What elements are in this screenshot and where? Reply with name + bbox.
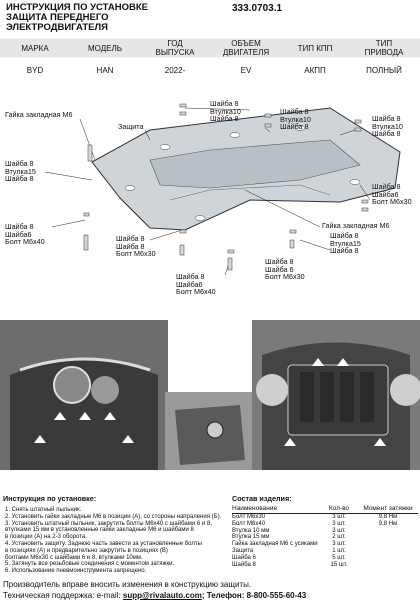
kit-cell: 1 шт. xyxy=(332,547,346,554)
kit-title: Состав изделия: xyxy=(232,494,292,503)
instructions-title: Инструкция по установке: xyxy=(3,494,97,503)
kit-row: Втулка 10 мм 3 шт. xyxy=(232,528,418,535)
spec-value-drive: ПОЛНЫЙ xyxy=(366,65,402,75)
skid-plate-diagram xyxy=(44,103,401,276)
kit-cell: Болт М6х40 xyxy=(232,520,266,527)
kit-cell: 5 шт. xyxy=(332,554,346,561)
spec-header-make: МАРКА xyxy=(0,36,70,60)
kit-row: Гайка закладная М6 с усиками 3 шт. xyxy=(232,541,418,548)
kit-cell: 3 шт. xyxy=(332,514,346,520)
kit-row: Втулка 15 мм 2 шт. xyxy=(232,534,418,541)
spec-header-drive: ТИП ПРИВОДА xyxy=(348,36,420,60)
support-email-link[interactable]: supp@rivalauto.com xyxy=(122,591,202,600)
spec-value-model: HAN xyxy=(96,65,114,75)
kit-row: Защита 1 шт. xyxy=(232,548,418,555)
spec-value-year: 2022- xyxy=(164,65,186,75)
spec-value-gearbox: АКПП xyxy=(304,65,326,75)
kit-cell: 3 шт. xyxy=(332,527,346,534)
kit-row: Болт М6х30 3 шт. 9,8 Нм xyxy=(232,514,418,521)
kit-cell: Гайка закладная М6 с усиками xyxy=(232,541,318,548)
spec-value-engine: EV xyxy=(240,65,252,75)
document-title: ИНСТРУКЦИЯ ПО УСТАНОВКЕ ЗАЩИТА ПЕРЕДНЕГО… xyxy=(6,2,148,33)
kit-cell: Шайба 8 xyxy=(232,561,256,568)
kit-cell xyxy=(358,528,418,535)
spec-header-model: МОДЕЛЬ xyxy=(70,36,140,60)
footer-disclaimer: Производитель вправе вносить изменения в… xyxy=(3,580,252,589)
vehicle-spec-table: МАРКА МОДЕЛЬ ГОД ВЫПУСКА ОБЪЕМ ДВИГАТЕЛЯ… xyxy=(0,36,420,87)
kit-cell: 9,8 Нм xyxy=(378,514,398,520)
kit-cell: Втулка 15 мм xyxy=(232,534,270,541)
kit-cell: Защита xyxy=(232,547,254,554)
kit-row: Шайба 8 15 шт. xyxy=(232,562,418,569)
callout-skid-plate: Защита xyxy=(118,122,144,131)
kit-cell: 3 шт. xyxy=(332,520,346,527)
kit-cell xyxy=(358,555,418,562)
kit-cell xyxy=(358,562,418,569)
kit-cell xyxy=(358,541,418,548)
footer-support: Техническая поддержка: e-mail: supp@riva… xyxy=(3,591,307,600)
kit-row: Болт М6х40 3 шт. 9,8 Нм xyxy=(232,521,418,528)
spec-value-make: BYD xyxy=(26,65,44,75)
kit-cell: Втулка 10 мм xyxy=(232,527,270,534)
installation-photos xyxy=(0,320,420,470)
product-code: 333.0703.1 xyxy=(232,3,283,14)
spec-header-year: ГОД ВЫПУСКА xyxy=(140,36,210,60)
kit-cell xyxy=(358,548,418,555)
spec-header-engine: ОБЪЕМ ДВИГАТЕЛЯ xyxy=(210,36,282,60)
kit-cell: 3 шт. xyxy=(332,541,346,548)
kit-cell: 9,8 Нм xyxy=(378,520,398,527)
callout-embedded-nut-right: Гайка закладная М6 xyxy=(322,221,390,230)
kit-cell: 2 шт. xyxy=(332,534,346,541)
instructions-steps: 1. Снять штатный пыльник.2. Установить г… xyxy=(5,507,222,575)
kit-cell: 15 шт. xyxy=(330,561,348,568)
spec-header-gearbox: ТИП КПП xyxy=(282,36,348,60)
kit-cell: Шайба 6 xyxy=(232,554,256,561)
kit-cell: Болт М6х30 xyxy=(232,514,266,520)
callout-embedded-nut-left: Гайка закладная М6 xyxy=(5,110,73,119)
kit-row: Шайба 6 5 шт. xyxy=(232,555,418,562)
kit-cell xyxy=(358,534,418,541)
